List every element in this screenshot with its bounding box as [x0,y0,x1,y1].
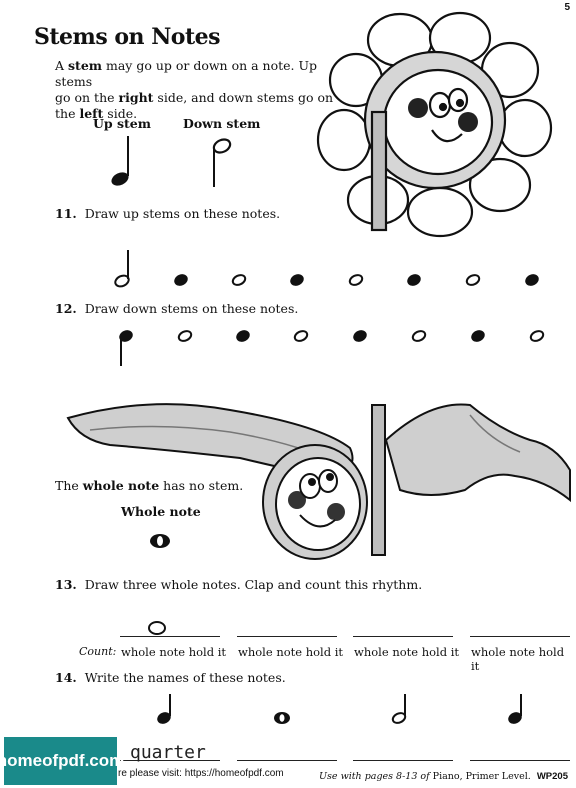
exercise-13-answer-line-2[interactable] [237,636,337,637]
exercise-12-instruction: 12. Draw down stems on these notes. [55,301,299,316]
flower-character-illustration [316,11,553,238]
watermark-logo[interactable]: homeofpdf.com [0,737,124,785]
watermark-visit-text: re please visit: https://homeofpdf.com [118,768,284,779]
page-title: Stems on Notes [34,24,221,50]
count-word-1: whole note hold it [121,645,227,659]
ribbon-character-illustration [66,403,571,560]
page-number: 5 [564,2,570,13]
down-stem-label: Down stem [183,116,261,131]
exercise-14-instruction: 14. Write the names of these notes. [55,670,286,685]
up-stem-label: Up stem [93,116,151,131]
exercise-13-answer-line-4[interactable] [470,636,570,637]
exercise-14-answer-1: quarter [130,742,206,763]
exercise-13-instruction: 13. Draw three whole notes. Clap and cou… [55,577,423,592]
exercise-14-answer-line-3[interactable] [353,760,453,761]
count-word-4: whole note hold it [471,645,565,673]
exercise-13-answer-line-1[interactable] [120,636,220,637]
exercise-14-answer-line-2[interactable] [237,760,337,761]
exercise-14-answer-line-1[interactable] [120,760,220,761]
exercise-11-instruction: 11. Draw up stems on these notes. [55,206,281,221]
whole-note-example [150,534,170,548]
exercise-11-notes [114,250,539,288]
down-stem-example-note [212,138,232,187]
exercise-14-notes [157,694,522,724]
book-code: WP205 [536,771,568,782]
whole-note-sentence: The whole note has no stem. [55,478,244,493]
term-right: right [118,90,154,105]
exercise-14-answer-line-4[interactable] [470,760,570,761]
count-word-3: whole note hold it [354,645,460,659]
exercise-12-notes [119,330,545,366]
term-stem: stem [68,58,103,73]
exercise-13-answer-line-3[interactable] [353,636,453,637]
whole-note-label: Whole note [121,504,201,519]
count-label: Count: [79,645,117,658]
intro-paragraph: A stem may go up or down on a note. Up s… [55,58,334,121]
exercise-13-whole-note [148,621,166,635]
up-stem-example-note [111,136,129,186]
count-word-2: whole note hold it [238,645,344,659]
term-left: left [79,106,104,121]
footer-credit: Use with pages 8-13 of Piano, Primer Lev… [319,771,568,782]
